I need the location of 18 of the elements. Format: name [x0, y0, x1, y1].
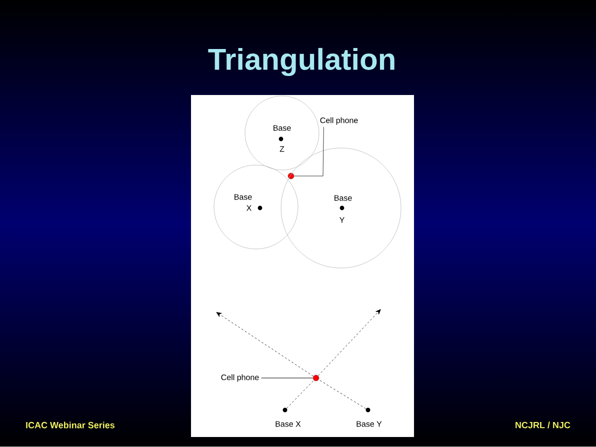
base-label: Base X [276, 421, 301, 427]
base-label: Base [334, 195, 352, 201]
base-label: Base Y [356, 421, 382, 427]
dashed-arrow [216, 312, 314, 376]
leader-line [294, 126, 324, 176]
callout-text: Cell phone [320, 117, 358, 125]
dashed-arrow [318, 309, 381, 376]
base-label: Base [234, 194, 252, 200]
dashed-line [286, 380, 314, 408]
footer-text: ICAC Webinar Series [26, 422, 115, 428]
slide-title: Triangulation [208, 48, 394, 76]
base-label: Y [340, 217, 344, 223]
base-label: X [246, 205, 252, 211]
callout-text: Cell phone [221, 374, 259, 382]
base-label: Z [280, 146, 284, 152]
footer-text: NCJRL / NJC [516, 422, 570, 428]
base-label: Base [274, 125, 291, 131]
dashed-line [318, 379, 366, 409]
